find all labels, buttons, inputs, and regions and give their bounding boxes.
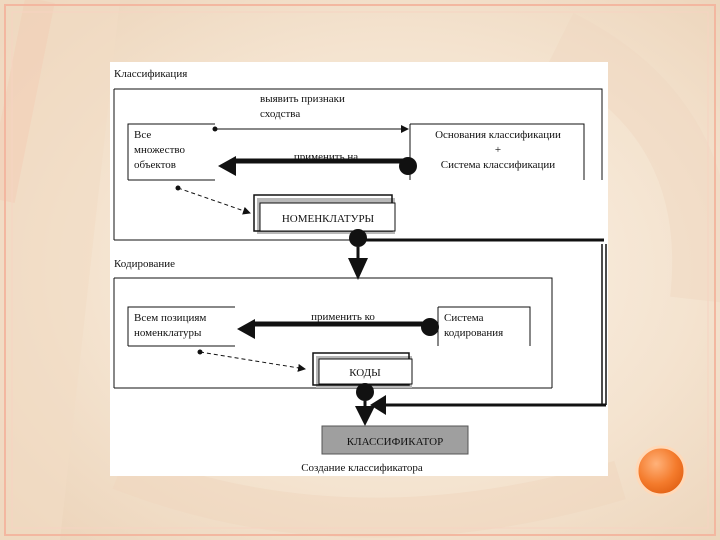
classifier-label: КЛАССИФИКАТОР (347, 436, 443, 448)
apply-to-arrow: применить на (218, 151, 417, 176)
nomenclature-label: НОМЕНКЛАТУРЫ (282, 213, 375, 225)
coding-section-label: Кодирование (114, 258, 175, 270)
positions-line-2: номенклатуры (134, 327, 202, 339)
coding-system-line-2: кодирования (444, 327, 503, 339)
basis-line-3: Система классификации (441, 159, 556, 171)
positions-line-1: Всем позициям (134, 312, 206, 324)
orange-dot-ornament (635, 445, 687, 497)
objects-line-2: множество (134, 144, 185, 156)
basis-line-1: Основания классификации (435, 129, 561, 141)
diagram-caption: Создание классификатора (301, 462, 423, 474)
identify-features-arrow: выявить признаки сходства (212, 93, 409, 133)
classifier-box: КЛАССИФИКАТОР (321, 425, 469, 455)
identify-features-label-1: выявить признаки (260, 93, 345, 105)
diagram-panel: Классификация Кодирование Все множество … (110, 62, 608, 476)
apply-codes-label: применить ко (311, 311, 375, 323)
classification-section-label: Классификация (114, 68, 187, 80)
nomenclature-box: НОМЕНКЛАТУРЫ (253, 194, 396, 234)
nomenclature-to-coding-arrow (348, 229, 607, 405)
positions-to-codes-connector (197, 349, 306, 372)
objects-to-nomenclature-connector (175, 185, 251, 215)
coding-system-line-1: Система (444, 312, 484, 324)
apply-codes-arrow: применить ко (237, 311, 439, 339)
classifier-diagram: Классификация Кодирование Все множество … (113, 68, 607, 474)
slide-frame (4, 4, 716, 536)
to-classifier-arrows (355, 383, 606, 426)
identify-features-label-2: сходства (260, 108, 300, 120)
basis-line-2: + (495, 144, 501, 156)
codes-label: КОДЫ (349, 367, 381, 379)
codes-box: КОДЫ (312, 352, 413, 388)
classification-basis-box: Основания классификации + Система класси… (409, 123, 585, 180)
apply-to-label: применить на (294, 151, 358, 163)
nomenclature-positions-box: Всем позициям номенклатуры (127, 306, 235, 347)
objects-line-3: объектов (134, 159, 176, 171)
objects-line-1: Все (134, 129, 151, 141)
coding-system-box: Система кодирования (437, 306, 531, 346)
all-objects-box: Все множество объектов (127, 123, 215, 181)
